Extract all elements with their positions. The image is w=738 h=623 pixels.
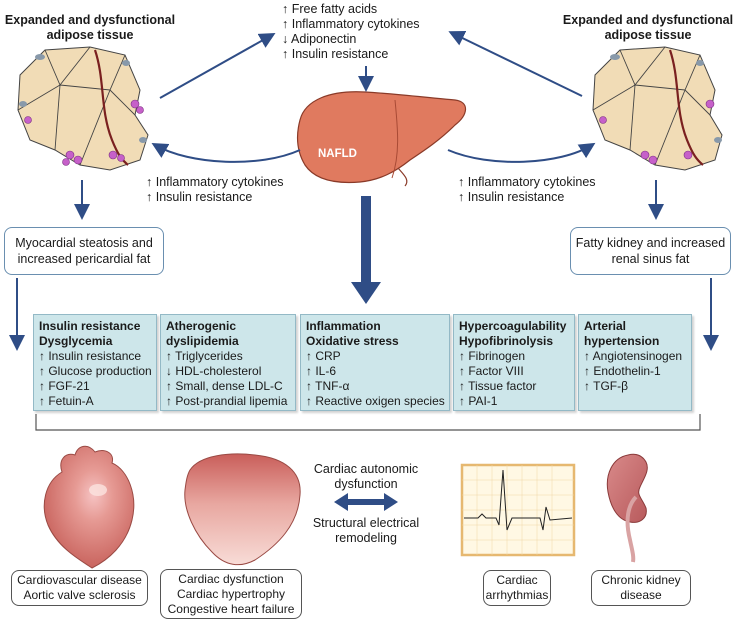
arrow-adipose-left-to-top (159, 33, 276, 99)
right-header: Expanded and dysfunctional adipose tissu… (562, 13, 734, 42)
panel-inflammation: Inflammation Oxidative stress ↑ CRP ↑ IL… (300, 314, 450, 411)
outcome-chronic-kidney-disease: Chronic kidney disease (591, 570, 691, 606)
fatty-kidney-box: Fatty kidney and increased renal sinus f… (570, 227, 731, 275)
heart-illustration-2 (184, 453, 301, 566)
panels-bracket (35, 414, 701, 431)
outcome-cardiovascular-disease: Cardiovascular disease Aortic valve scle… (11, 570, 148, 606)
panel-atherogenic-dyslipidemia: Atherogenic dyslipidemia ↑ Triglycerides… (160, 314, 296, 411)
panel-arterial-hypertension: Arterial hypertension ↑ Angiotensinogen … (578, 314, 692, 411)
heart-illustration-1 (43, 445, 135, 569)
factor-line: ↑ Free fatty acids (282, 2, 378, 16)
liver-label: NAFLD (318, 148, 357, 160)
factor-line: ↑ Insulin resistance (282, 47, 389, 61)
kidney-illustration (606, 453, 648, 563)
left-mid-factors: ↑ Inflammatory cytokines ↑ Insulin resis… (146, 175, 284, 204)
arrow-liver-to-right-adipose (447, 142, 596, 163)
factor-line: ↑ Inflammatory cytokines (282, 17, 420, 31)
arrow-adipose-right-to-top (448, 31, 583, 97)
myocardial-steatosis-box: Myocardial steatosis and increased peric… (4, 227, 164, 275)
ecg-illustration (460, 463, 576, 557)
outcome-cardiac-dysfunction: Cardiac dysfunction Cardiac hypertrophy … (160, 569, 302, 619)
top-center-factors: ↑ Free fatty acids ↑ Inflammatory cytoki… (282, 2, 442, 62)
factor-line: ↓ Adiponectin (282, 32, 357, 46)
left-adipose-tissue-illustration (17, 46, 149, 171)
right-adipose-tissue-illustration (592, 46, 723, 171)
structural-remodeling-label: Structural electrical remodeling (312, 516, 420, 545)
panel-hypercoagulability: Hypercoagulability Hypofibrinolysis ↑ Fi… (453, 314, 575, 411)
arrow-liver-to-left-adipose (151, 143, 301, 163)
panel-insulin-resistance: Insulin resistance Dysglycemia ↑ Insulin… (33, 314, 157, 411)
left-header: Expanded and dysfunctional adipose tissu… (4, 13, 176, 42)
cardiac-autonomic-label: Cardiac autonomic dysfunction (313, 462, 419, 491)
outcome-cardiac-arrhythmias: Cardiac arrhythmias (483, 570, 551, 606)
right-mid-factors: ↑ Inflammatory cytokines ↑ Insulin resis… (458, 175, 596, 204)
liver-illustration (296, 91, 467, 187)
double-arrow (334, 493, 398, 511)
big-central-arrow (351, 196, 381, 304)
